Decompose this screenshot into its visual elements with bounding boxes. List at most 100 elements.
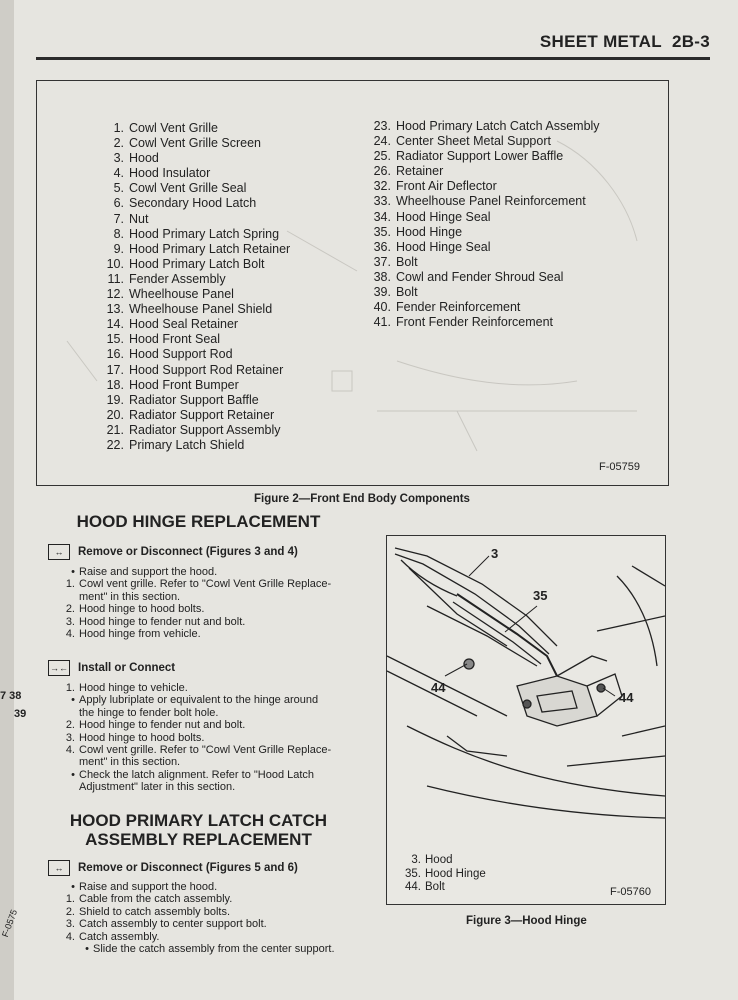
step-marker: 4. xyxy=(65,930,75,943)
step-marker: 3. xyxy=(65,918,75,931)
step-text: Cable from the catch assembly. xyxy=(79,893,233,906)
step-text: Hood hinge to vehicle. xyxy=(79,682,188,694)
part-number: 14. xyxy=(106,317,124,332)
part-number: 10. xyxy=(106,256,124,271)
step-text: Hood hinge to hood bolts. xyxy=(79,603,205,616)
step-marker: 3. xyxy=(65,615,75,628)
procedure-step: 4.Catch assembly. xyxy=(66,931,335,943)
part-number: 22. xyxy=(106,437,124,452)
callout-3: 3 xyxy=(491,546,498,561)
step-marker: 2. xyxy=(65,905,75,918)
parts-left-item: 7.Nut xyxy=(98,212,290,227)
procedure-step: 1. Hood hinge to vehicle. xyxy=(66,682,331,694)
parts-left-item: 12.Wheelhouse Panel xyxy=(98,287,290,302)
part-number: 1. xyxy=(113,121,124,135)
legend-item: 35.Hood Hinge xyxy=(399,868,486,882)
part-label: Radiator Support Baffle xyxy=(129,392,259,407)
step-marker: • xyxy=(71,881,75,893)
callout-35: 35 xyxy=(533,588,547,603)
parts-left-item: 11.Fender Assembly xyxy=(98,272,290,287)
remove-disconnect-heading-1: ↔ Remove or Disconnect (Figures 3 and 4) xyxy=(48,544,298,560)
bleed-through-sketch xyxy=(66,140,638,452)
part-number: 38. xyxy=(373,269,391,284)
step-marker: 4. xyxy=(65,628,75,641)
step-text: Apply lubriplate or equivalent to the hi… xyxy=(79,694,319,707)
procedure-step: •Slide the catch assembly from the cente… xyxy=(79,943,335,956)
procedure-step: 1. Cowl vent grille. Refer to "Cowl Vent … xyxy=(66,578,332,591)
install-connect-heading: →←Install or Connect xyxy=(48,660,175,676)
parts-left-item: 15.Hood Front Seal xyxy=(98,332,290,347)
part-number: 32. xyxy=(373,179,391,194)
part-label: Hood Insulator xyxy=(129,166,211,181)
step-marker: 2. xyxy=(65,603,75,616)
part-number: 15. xyxy=(106,332,124,347)
procedure-step: 3.Hood hinge to fender nut and bolt. xyxy=(66,616,331,628)
part-number: 3. xyxy=(113,151,124,166)
parts-right-item: 41.Front Fender Reinforcement xyxy=(365,315,600,330)
parts-left-item: 4.Hood Insulator xyxy=(98,166,290,181)
procedure-step: 4.Cowl vent grille. Refer to "Cowl Vent … xyxy=(66,744,331,756)
step-text: Adjustment" later in this section. xyxy=(79,781,236,794)
part-label: Fender Reinforcement xyxy=(396,300,521,315)
part-label: Bolt xyxy=(396,285,418,300)
parts-right-item: 23.Hood Primary Latch Catch Assembly xyxy=(365,119,600,134)
part-label: Radiator Support Assembly xyxy=(129,422,281,437)
part-label: Radiator Support Retainer xyxy=(129,407,275,422)
procedure-step: • Apply lubriplate or equivalent to the h… xyxy=(71,694,331,707)
procedure-step: 2.Hood hinge to fender nut and bolt. xyxy=(66,719,331,731)
part-label: Hood Support Rod xyxy=(129,347,233,362)
remove-title-1: Remove or Disconnect (Figures 3 and 4) xyxy=(78,546,298,559)
part-number: 23. xyxy=(373,119,391,133)
part-number: 33. xyxy=(373,194,391,209)
part-number: 37. xyxy=(373,254,391,269)
part-number: 35. xyxy=(373,224,391,239)
procedure-step: • Raise and support the hood. xyxy=(71,881,335,893)
parts-right-item: 40.Fender Reinforcement xyxy=(365,300,600,315)
step-text: Raise and support the hood. xyxy=(79,881,218,893)
part-label: Hood Support Rod Retainer xyxy=(129,362,284,377)
step-marker: • xyxy=(71,694,75,707)
part-label: Primary Latch Shield xyxy=(129,437,245,452)
procedure-step: ment" in this section. xyxy=(79,756,331,768)
parts-left-item: 6.Secondary Hood Latch xyxy=(98,196,290,211)
edge-fragment-callout: 39 xyxy=(14,708,27,720)
latch-heading-line-2: ASSEMBLY REPLACEMENT xyxy=(85,830,312,849)
legend-label: Bolt xyxy=(425,881,445,893)
hood-hinge-heading: HOOD HINGE REPLACEMENT xyxy=(76,512,321,531)
part-number: 16. xyxy=(106,347,124,362)
parts-left-item: 5.Cowl Vent Grille Seal xyxy=(98,181,290,196)
part-number: 41. xyxy=(373,315,391,330)
step-text: Cowl vent grille. Refer to "Cowl Vent Gr… xyxy=(79,578,332,591)
part-number: 39. xyxy=(373,285,391,300)
procedure-step: 2. Hood hinge to hood bolts. xyxy=(66,603,331,616)
step-marker: 1. xyxy=(65,682,75,694)
remove-steps-1: •Raise and support the hood.1.Cowl vent … xyxy=(66,566,332,640)
step-text: Shield to catch assembly bolts. xyxy=(79,905,231,918)
step-marker: • xyxy=(71,768,75,781)
step-marker: 1. xyxy=(65,578,75,591)
part-number: 13. xyxy=(106,302,124,317)
figure-2-caption: Figure 2—Front End Body Components xyxy=(254,493,470,505)
step-text: Hood hinge to hood bolts. xyxy=(79,731,205,744)
parts-right-item: 39. Bolt xyxy=(365,285,600,300)
procedure-step: the hinge to fender bolt hole. xyxy=(79,707,331,719)
step-text: Slide the catch assembly from the center… xyxy=(93,943,335,956)
parts-left-item: 22. Primary Latch Shield xyxy=(98,438,290,453)
parts-left-item: 16. Hood Support Rod xyxy=(98,347,290,362)
figure-3-id: F-05760 xyxy=(610,886,651,898)
part-label: Wheelhouse Panel Reinforcement xyxy=(396,194,586,209)
page-number: 2B-3 xyxy=(671,32,710,51)
parts-right-item: 34.Hood Hinge Seal xyxy=(365,210,600,225)
part-number: 12. xyxy=(106,287,124,302)
remove-arrows-icon: ↔ xyxy=(48,860,70,876)
latch-heading-line-1: HOOD PRIMARY LATCH CATCH xyxy=(69,811,328,830)
part-number: 24. xyxy=(373,134,391,149)
parts-right-item: 36.Hood Hinge Seal xyxy=(365,240,600,255)
part-number: 2. xyxy=(113,136,124,151)
remove-disconnect-heading-2: ↔Remove or Disconnect (Figures 5 and 6) xyxy=(48,860,298,876)
remove-arrows-icon: ↔ xyxy=(48,544,70,560)
part-label: Front Air Deflector xyxy=(396,179,497,194)
